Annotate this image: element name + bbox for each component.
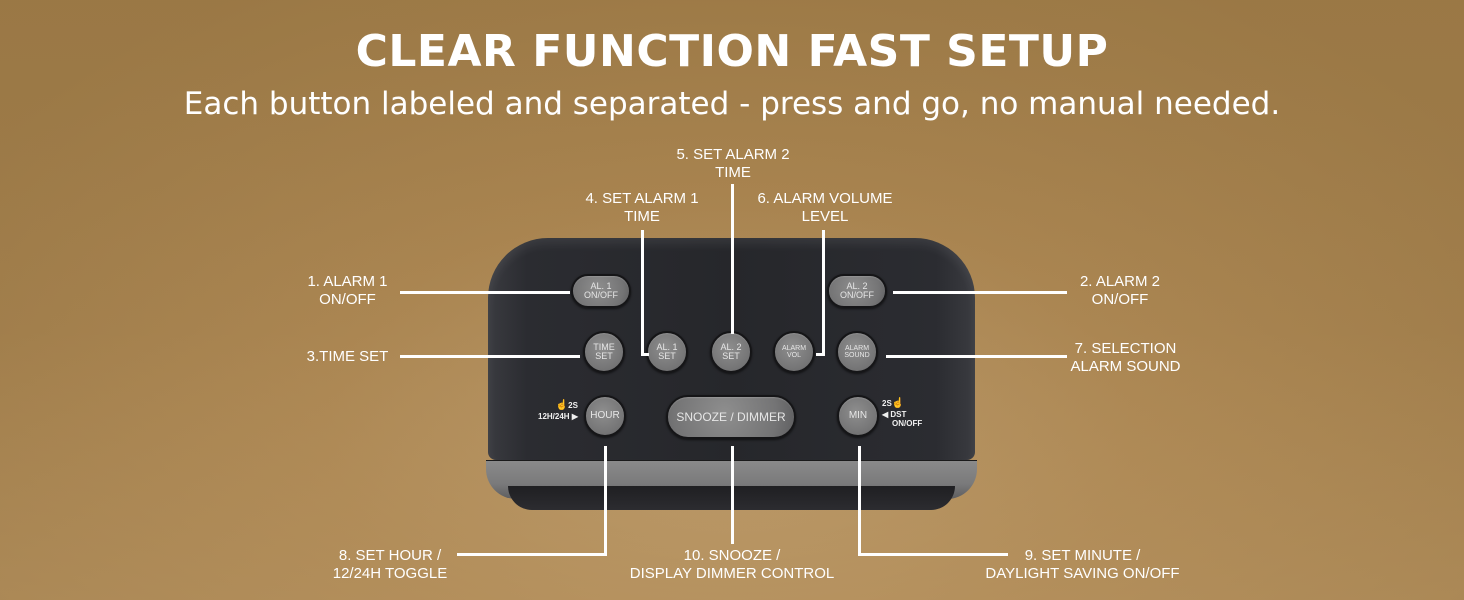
callout-text: TIME <box>715 164 751 181</box>
al1-set-button[interactable]: AL. 1 SET <box>646 331 688 373</box>
button-label: SET <box>722 351 740 361</box>
callout-line-7 <box>886 355 1067 358</box>
callout-text: 2. ALARM 2 <box>1079 273 1161 290</box>
callout-label-2: 2. ALARM 2 ON/OFF <box>1070 273 1170 309</box>
callout-line-9 <box>858 446 861 556</box>
callout-text: ON/OFF <box>1091 291 1149 308</box>
callout-text: 6. ALARM VOLUME <box>757 190 893 207</box>
callout-label-10: 10. SNOOZE / DISPLAY DIMMER CONTROL <box>617 547 847 583</box>
alarm-vol-button[interactable]: ALARM VOL <box>773 331 815 373</box>
alarm-sound-button[interactable]: ALARM SOUND <box>836 331 878 373</box>
button-label: TIME <box>593 341 615 352</box>
callout-label-9: 9. SET MINUTE / DAYLIGHT SAVING ON/OFF <box>975 547 1190 583</box>
button-label: HOUR <box>590 409 620 421</box>
snooze-dimmer-button[interactable]: SNOOZE / DIMMER <box>666 395 796 439</box>
callout-text: TIME <box>624 208 660 225</box>
onoff-note: ON/OFF <box>892 418 923 428</box>
callout-text: ALARM SOUND <box>1070 358 1181 375</box>
button-label: AL. 2 <box>846 280 868 291</box>
callout-label-4: 4. SET ALARM 1 TIME <box>572 190 712 226</box>
min-hold-note: 2S☝ ◀ DST ON/OFF <box>882 398 922 428</box>
button-label: VOL <box>786 352 801 359</box>
callout-line-10 <box>731 446 734 544</box>
callout-line-8b <box>457 553 607 556</box>
callout-line-6b <box>816 353 825 356</box>
button-label: AL. 2 <box>720 341 742 352</box>
callout-label-5: 5. SET ALARM 2 TIME <box>663 146 803 182</box>
hold-duration: 2S <box>568 401 578 410</box>
arrow-left-icon: ◀ <box>882 409 889 419</box>
page-title: CLEAR FUNCTION FAST SETUP <box>355 26 1109 77</box>
button-label: ALARM <box>844 344 870 352</box>
callout-text: 12/24H TOGGLE <box>332 565 448 582</box>
callout-text: 8. SET HOUR / <box>338 547 442 564</box>
callout-label-6: 6. ALARM VOLUME LEVEL <box>745 190 905 226</box>
button-label: AL. 1 <box>590 280 612 291</box>
hand-press-icon: ☝ <box>555 400 569 411</box>
callout-text: DAYLIGHT SAVING ON/OFF <box>985 565 1180 582</box>
callout-line-1 <box>400 291 570 294</box>
callout-label-1: 1. ALARM 1 ON/OFF <box>300 273 395 309</box>
callout-line-3 <box>400 355 580 358</box>
callout-line-6 <box>822 230 825 356</box>
callout-label-8: 8. SET HOUR / 12/24H TOGGLE <box>325 547 455 583</box>
callout-text: 5. SET ALARM 2 <box>676 146 790 163</box>
callout-text: LEVEL <box>801 208 849 225</box>
callout-line-8 <box>604 446 607 556</box>
callout-line-4b <box>641 353 649 356</box>
button-label: AL. 1 <box>656 341 678 352</box>
hour-hold-note: ☝2S 12H/24H ▶ <box>538 400 578 421</box>
arrow-right-icon: ▶ <box>571 411 578 421</box>
al2-onoff-button[interactable]: AL. 2 ON/OFF <box>827 274 887 308</box>
callout-text: 7. SELECTION <box>1074 340 1177 357</box>
button-label: SET <box>658 351 676 361</box>
callout-label-3: 3.TIME SET <box>300 348 395 366</box>
callout-line-2 <box>893 291 1067 294</box>
callout-text: 3.TIME SET <box>306 348 389 365</box>
button-label: MIN <box>848 409 868 421</box>
al1-onoff-button[interactable]: AL. 1 ON/OFF <box>571 274 631 308</box>
button-label: ALARM <box>781 344 807 352</box>
callout-line-5 <box>731 184 734 334</box>
button-label: SET <box>595 351 613 361</box>
page-subtitle: Each button labeled and separated - pres… <box>183 86 1281 122</box>
callout-text: 9. SET MINUTE / <box>1024 547 1141 564</box>
hour-button[interactable]: HOUR <box>584 395 626 437</box>
dst-note: DST <box>890 409 907 419</box>
toggle-note: 12H/24H <box>538 411 570 421</box>
callout-line-4 <box>641 230 644 356</box>
button-label: ON/OFF <box>584 290 618 300</box>
callout-line-9b <box>858 553 1008 556</box>
al2-set-button[interactable]: AL. 2 SET <box>710 331 752 373</box>
callout-text: 4. SET ALARM 1 <box>585 190 699 207</box>
min-button[interactable]: MIN <box>837 395 879 437</box>
callout-text: DISPLAY DIMMER CONTROL <box>629 565 835 582</box>
hand-press-icon: ☝ <box>891 398 905 409</box>
callout-text: 1. ALARM 1 <box>307 273 388 290</box>
hold-duration: 2S <box>882 399 892 408</box>
callout-text: 10. SNOOZE / <box>683 547 781 564</box>
button-label: SOUND <box>844 352 870 359</box>
callout-text: ON/OFF <box>319 291 376 308</box>
time-set-button[interactable]: TIME SET <box>583 331 625 373</box>
callout-label-7: 7. SELECTION ALARM SOUND <box>1063 340 1188 376</box>
button-label: SNOOZE / DIMMER <box>676 409 786 424</box>
button-label: ON/OFF <box>840 290 874 300</box>
